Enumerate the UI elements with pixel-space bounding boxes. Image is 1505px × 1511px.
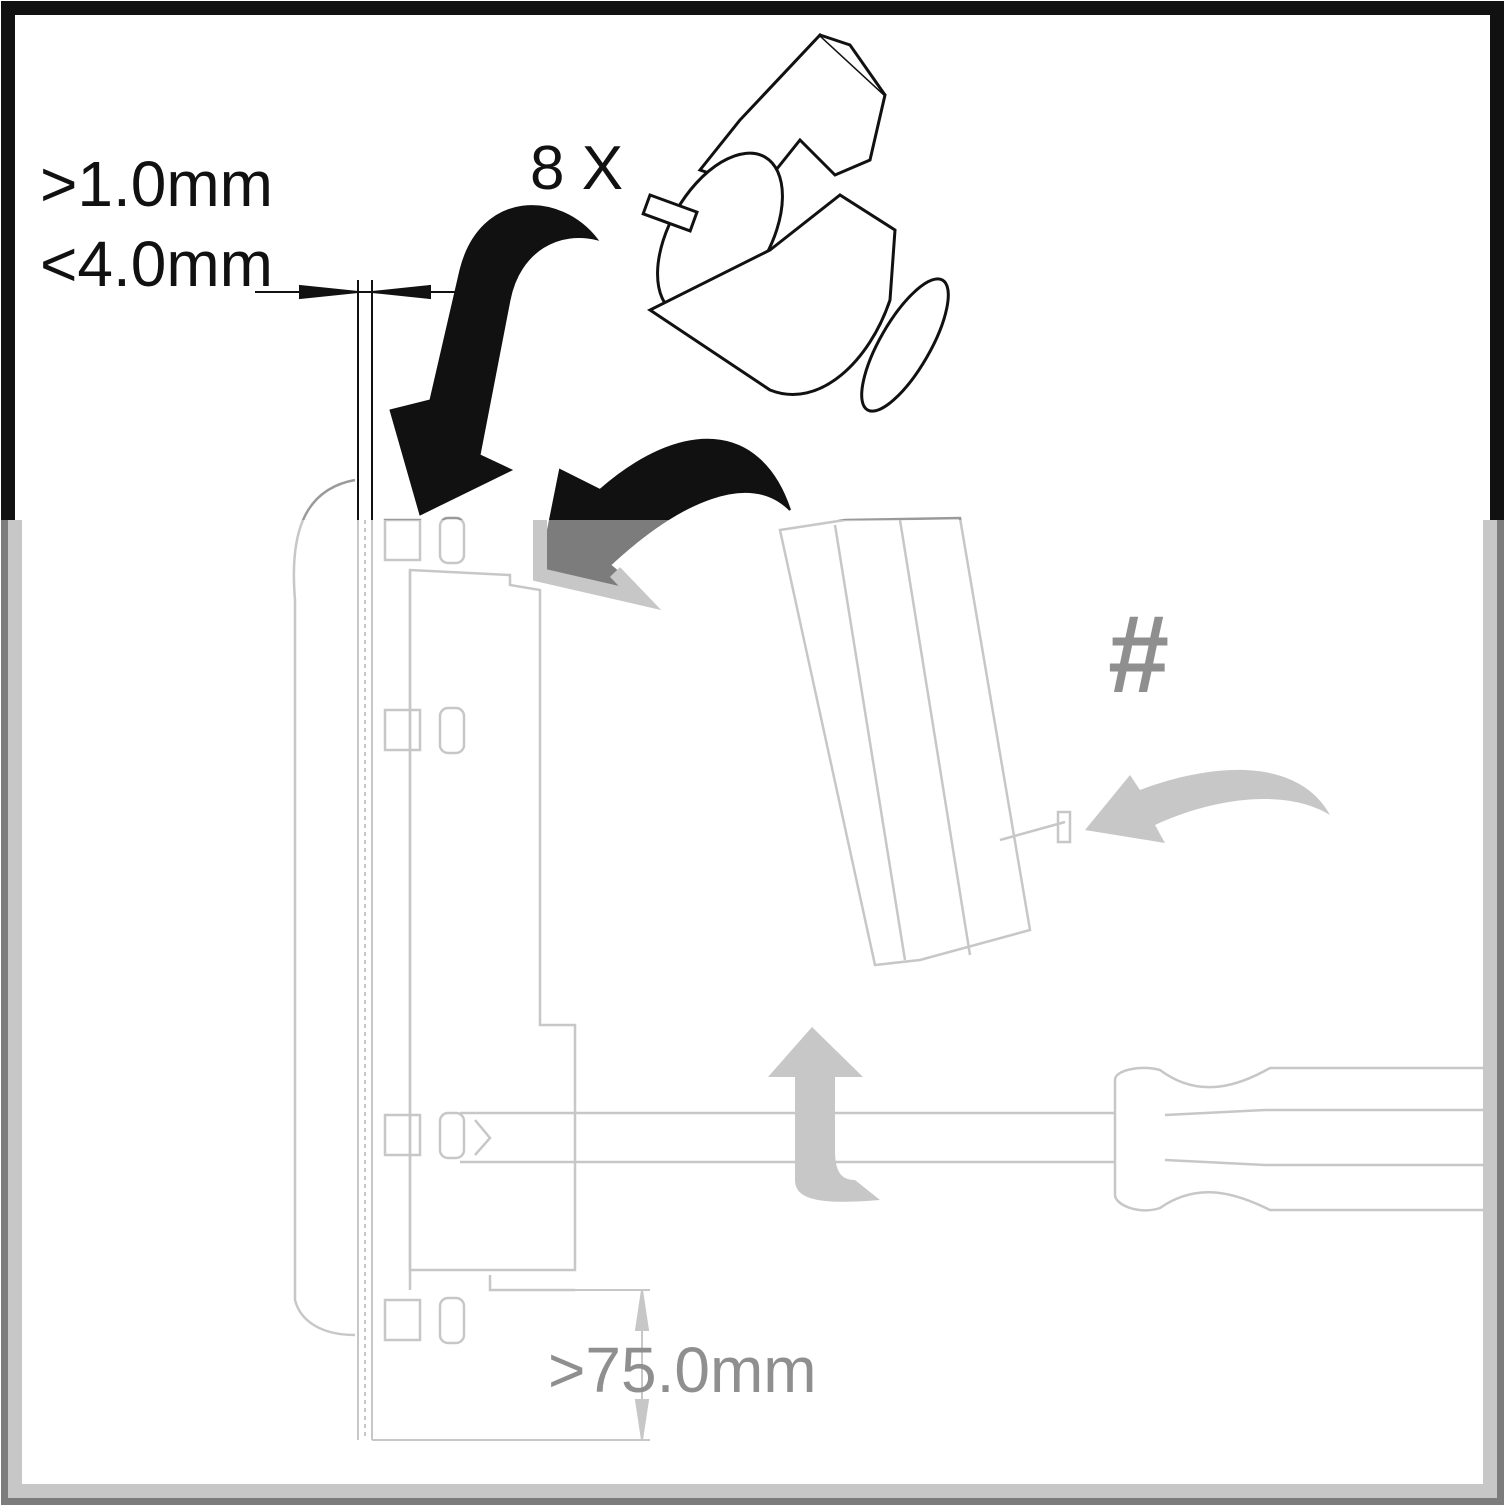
- screw-arrow-icon: [1085, 769, 1330, 843]
- depth-min-label: >75.0mm: [548, 1334, 817, 1406]
- note-symbol-label: #: [1108, 593, 1170, 716]
- quantity-label: 8 X: [530, 134, 624, 203]
- bolt-bottom: [383, 1296, 466, 1345]
- lift-arrow-icon: [768, 1027, 880, 1202]
- thickness-min-label: >1.0mm: [40, 148, 273, 220]
- clamp-icon: [641, 32, 950, 413]
- enclosure-lid: [778, 516, 1072, 967]
- insert-arrow-icon: [389, 205, 600, 516]
- bolt-upper-mid: [383, 706, 466, 755]
- bolt-lower-mid: [383, 1111, 466, 1160]
- enclosure: [292, 478, 577, 1345]
- bolt-top: [383, 516, 466, 565]
- depth-dimension: [372, 1289, 650, 1441]
- panel-sheet: [357, 280, 373, 520]
- curved-arrow-icon: [538, 438, 791, 591]
- thickness-max-label: <4.0mm: [40, 228, 273, 300]
- panel-sheet-lower: [357, 520, 373, 1440]
- screwdriver-icon: [460, 1066, 1490, 1212]
- thickness-dimension: [255, 284, 480, 300]
